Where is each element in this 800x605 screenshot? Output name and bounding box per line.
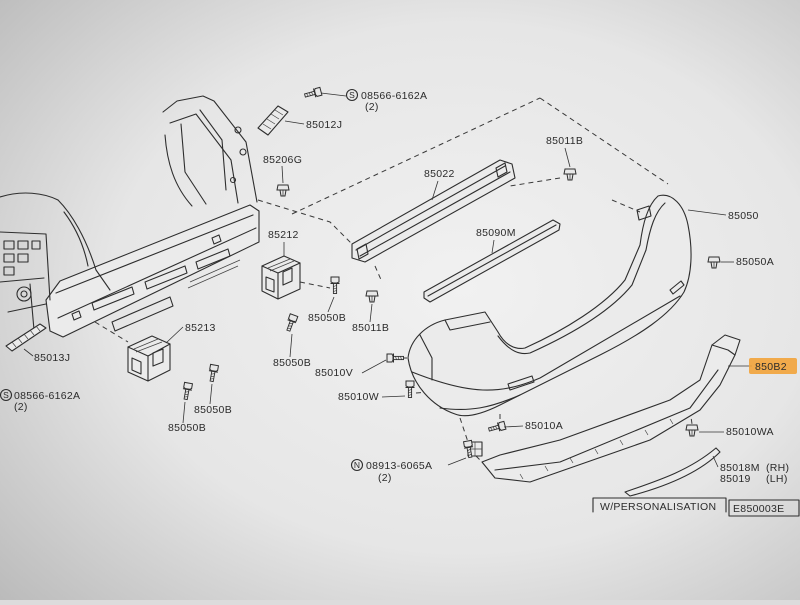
callout-85050B-c: 85050B	[194, 404, 232, 416]
callout-85212: 85212	[268, 229, 299, 241]
part-85012J	[257, 105, 289, 136]
std-part-code: 08566-6162A	[14, 390, 80, 402]
callout-85010A: 85010A	[525, 420, 563, 432]
callout-85010WA: 85010WA	[726, 426, 774, 438]
std-part-qty: (2)	[14, 401, 28, 413]
callout-85050B-d: 85050B	[168, 422, 206, 434]
std-symbol-text: S	[349, 90, 355, 100]
callout-850B2: 850B2	[755, 361, 787, 373]
standard-part-symbol	[345, 88, 359, 102]
figure-code-box: E850003E	[728, 499, 800, 517]
standard-part-symbol	[0, 388, 13, 402]
std-part-callout-top: S 08566-6162A (2)	[345, 88, 427, 113]
variant-note-text: W/PERSONALISATION	[600, 501, 716, 513]
std-symbol-text: N	[354, 460, 360, 470]
callout-85019-side: (LH)	[766, 473, 788, 485]
part-85013J	[5, 323, 47, 352]
part-85090M	[423, 219, 561, 303]
callout-85213: 85213	[185, 322, 216, 334]
part-85022	[351, 159, 516, 263]
highlighted-callout: 850B2	[749, 358, 797, 374]
callout-85022: 85022	[424, 168, 455, 180]
std-part-callout-bottom: N 08913-6065A (2)	[350, 458, 432, 484]
variant-note-frame	[592, 497, 727, 513]
callout-85010W: 85010W	[338, 391, 379, 403]
callout-85050A: 85050A	[736, 256, 774, 268]
part-85050	[407, 194, 692, 417]
callout-85011B-lower: 85011B	[352, 322, 389, 334]
callout-85050B-b: 85050B	[273, 357, 311, 369]
std-part-callout-left: S 08566-6162A (2)	[0, 388, 80, 413]
callout-85011B-upper: 85011B	[546, 135, 583, 147]
callout-85206G: 85206G	[263, 154, 302, 166]
part-85018M-85019	[624, 447, 721, 497]
figure-code-frame	[728, 499, 800, 517]
callout-85050: 85050	[728, 210, 759, 222]
highlight-marker	[749, 358, 797, 374]
part-85213	[127, 335, 171, 382]
std-part-code: 08566-6162A	[361, 90, 427, 102]
std-part-qty: (2)	[378, 472, 392, 484]
callout-85050B-a: 85050B	[308, 312, 346, 324]
callout-85010V: 85010V	[315, 367, 353, 379]
callout-85090M: 85090M	[476, 227, 516, 239]
std-part-qty: (2)	[365, 101, 379, 113]
standard-part-symbol	[350, 458, 364, 472]
figure-code: E850003E	[733, 503, 784, 515]
callout-85018M-side: (RH)	[766, 462, 789, 474]
callout-85019: 85019	[720, 473, 751, 485]
vehicle-body-structure	[0, 95, 260, 338]
callout-85012J: 85012J	[306, 119, 342, 131]
std-symbol-text: S	[3, 390, 9, 400]
callout-85013J: 85013J	[34, 352, 70, 364]
variant-note: W/PERSONALISATION	[592, 497, 727, 513]
callout-85018M: 85018M	[720, 462, 760, 474]
leader-lines	[23, 92, 752, 468]
assembly-dashed-lines	[94, 97, 693, 471]
std-part-code: 08913-6065A	[366, 460, 432, 472]
part-850B2	[481, 334, 741, 483]
